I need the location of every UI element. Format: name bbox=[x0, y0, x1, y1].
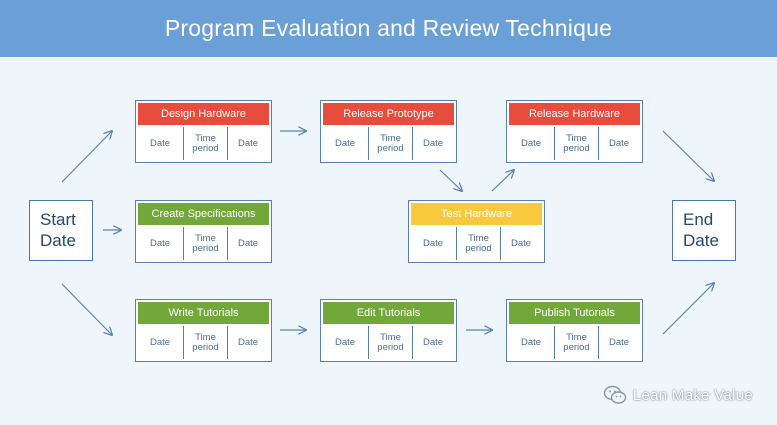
brand-watermark: Lean Make Value bbox=[603, 384, 753, 406]
start-date-cell: Date bbox=[520, 137, 542, 149]
end-label-line1: End bbox=[683, 210, 714, 229]
task-cells: Date Time period Date bbox=[138, 227, 269, 260]
arrow-publish-to-end bbox=[662, 283, 714, 335]
task-test-hardware: Test Hardware Date Time period Date bbox=[408, 200, 545, 263]
start-date-cell: Date bbox=[422, 237, 444, 249]
end-date-cell: Date bbox=[422, 137, 444, 149]
time-period-cell: Time period bbox=[368, 326, 413, 359]
task-cells: Date Time period Date bbox=[509, 326, 640, 359]
task-create-specifications: Create Specifications Date Time period D… bbox=[135, 200, 272, 263]
end-date-box: End Date bbox=[672, 200, 736, 261]
time-period-cell: Time period bbox=[183, 127, 228, 160]
arrow-test-to-release bbox=[491, 170, 514, 192]
task-cells: Date Time period Date bbox=[411, 227, 542, 260]
time-period-cell: Time period bbox=[554, 326, 599, 359]
header-bar: Program Evaluation and Review Technique bbox=[0, 0, 777, 57]
task-title: Release Hardware bbox=[509, 103, 640, 125]
end-date-cell: Date bbox=[510, 237, 532, 249]
start-label-line1: Start bbox=[40, 210, 76, 229]
time-period-cell: Time period bbox=[554, 127, 599, 160]
start-date-cell: Date bbox=[334, 137, 356, 149]
time-period-cell: Time period bbox=[183, 227, 228, 260]
task-edit-tutorials: Edit Tutorials Date Time period Date bbox=[320, 299, 457, 362]
end-date-cell: Date bbox=[422, 336, 444, 348]
task-title: Test Hardware bbox=[411, 203, 542, 225]
arrow-release-to-end bbox=[662, 130, 714, 181]
end-date-cell: Date bbox=[237, 237, 259, 249]
start-date-cell: Date bbox=[149, 137, 171, 149]
end-date-cell: Date bbox=[237, 336, 259, 348]
task-title: Edit Tutorials bbox=[323, 302, 454, 324]
task-title: Design Hardware bbox=[138, 103, 269, 125]
start-date-cell: Date bbox=[334, 336, 356, 348]
time-period-cell: Time period bbox=[368, 127, 413, 160]
task-title: Publish Tutorials bbox=[509, 302, 640, 324]
start-date-cell: Date bbox=[149, 237, 171, 249]
time-period-cell: Time period bbox=[183, 326, 228, 359]
end-date-cell: Date bbox=[608, 336, 630, 348]
task-write-tutorials: Write Tutorials Date Time period Date bbox=[135, 299, 272, 362]
brand-text: Lean Make Value bbox=[632, 386, 753, 404]
end-date-cell: Date bbox=[237, 137, 259, 149]
arrow-prototype-to-test bbox=[439, 169, 462, 191]
start-label-line2: Date bbox=[40, 231, 76, 250]
end-date-cell: Date bbox=[608, 137, 630, 149]
wechat-icon bbox=[603, 385, 627, 404]
task-title: Create Specifications bbox=[138, 203, 269, 225]
task-publish-tutorials: Publish Tutorials Date Time period Date bbox=[506, 299, 643, 362]
time-period-cell: Time period bbox=[456, 227, 501, 260]
task-cells: Date Time period Date bbox=[323, 127, 454, 160]
task-release-hardware: Release Hardware Date Time period Date bbox=[506, 100, 643, 163]
task-cells: Date Time period Date bbox=[509, 127, 640, 160]
task-release-prototype: Release Prototype Date Time period Date bbox=[320, 100, 457, 163]
task-cells: Date Time period Date bbox=[138, 326, 269, 359]
task-cells: Date Time period Date bbox=[323, 326, 454, 359]
task-title: Release Prototype bbox=[323, 103, 454, 125]
end-label-line2: Date bbox=[683, 231, 719, 250]
arrow-start-to-write bbox=[61, 283, 112, 335]
arrow-start-to-design bbox=[61, 131, 112, 183]
start-date-cell: Date bbox=[149, 336, 171, 348]
task-cells: Date Time period Date bbox=[138, 127, 269, 160]
start-date-cell: Date bbox=[520, 336, 542, 348]
task-design-hardware: Design Hardware Date Time period Date bbox=[135, 100, 272, 163]
diagram-title: Program Evaluation and Review Technique bbox=[164, 15, 613, 41]
task-title: Write Tutorials bbox=[138, 302, 269, 324]
start-date-box: Start Date bbox=[29, 200, 93, 261]
